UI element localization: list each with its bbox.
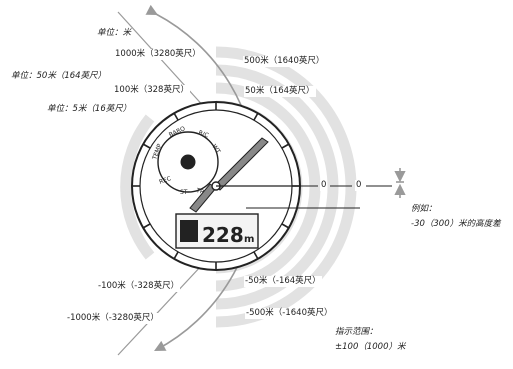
label-500m: 500米（1640英尺）	[243, 56, 326, 67]
label-zero-b: 0	[355, 180, 363, 191]
example-title: 例如：	[410, 204, 438, 215]
label-50m: 50米（164英尺）	[244, 86, 316, 97]
subdial-label-rec: REC	[158, 175, 172, 186]
lcd-unit: m	[244, 234, 254, 245]
start-diagonal	[117, 11, 217, 121]
label-1000m: 1000米（3280英尺）	[114, 49, 202, 60]
label-neg-500m: -500米（-1640英尺）	[245, 308, 334, 319]
lcd-value: 228	[202, 223, 244, 247]
band-100	[215, 82, 321, 292]
subdial-label-rc: R/C	[197, 129, 209, 139]
unit-label-50m: 单位：50米（164英尺）	[10, 71, 108, 82]
unit-label-5m: 单位：5米（16英尺）	[46, 104, 133, 115]
label-neg-100m: -100米（-328英尺）	[97, 281, 181, 292]
subdial-label-wt: WT	[210, 143, 221, 155]
unit-label-meters: 单位：米	[96, 28, 133, 39]
subdial-label-st: ST	[180, 189, 188, 196]
lcd-bargraph	[180, 220, 198, 242]
range-value: ±100（1000）米	[334, 342, 407, 353]
band-left-outer	[120, 114, 155, 260]
band-500	[215, 64, 339, 310]
mode-subdial-hub	[180, 154, 196, 170]
label-100m: 100米（328英尺）	[113, 85, 190, 96]
band-1000	[215, 46, 357, 328]
label-neg-1000m: -1000米（-3280英尺）	[66, 313, 160, 324]
subdial-label-tr: TR	[195, 187, 205, 196]
label-neg-50m: -50米（-164英尺）	[244, 276, 322, 287]
label-zero-a: 0	[320, 180, 328, 191]
example-value: -30（300）米的高度差	[410, 219, 502, 230]
range-title: 指示范围：	[334, 327, 379, 338]
